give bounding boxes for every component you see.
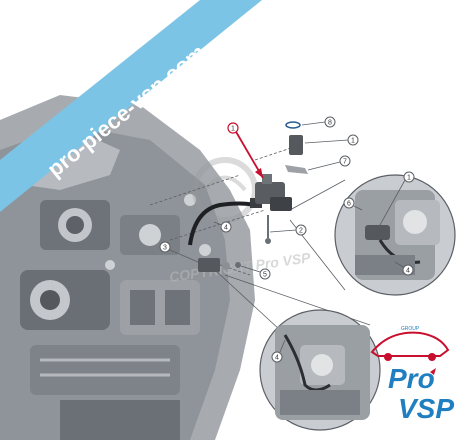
callout-label: 3: [163, 245, 167, 252]
callout-label: 1: [351, 138, 355, 145]
logo-vsp-text: VSP: [398, 393, 454, 424]
logo-pro-text: Pro: [388, 363, 435, 394]
callout-4c: 4: [271, 339, 286, 363]
sensor-1: [255, 174, 292, 211]
callout-label: 7: [343, 159, 347, 166]
callout-7: 7: [307, 155, 351, 171]
highlight-arrow: [234, 129, 264, 179]
pro-vsp-logo: GROUP Pro VSP: [370, 326, 454, 424]
callout-1b: 1: [304, 134, 359, 146]
bolt-5: [235, 262, 241, 268]
callout-4b: 4: [394, 261, 414, 276]
engine-block: [0, 95, 255, 440]
callout-1c: 1: [379, 171, 415, 226]
callout-label: 4: [275, 355, 279, 362]
callout-label: 4: [224, 225, 228, 232]
callout-1a: 1: [227, 122, 239, 134]
callout-label: 5: [263, 272, 267, 279]
callout-2: 2: [269, 224, 307, 236]
callout-8: 8: [301, 116, 336, 128]
callout-label: 1: [231, 126, 235, 133]
bolt-2: [265, 215, 271, 244]
clip-7: [285, 165, 308, 174]
callout-4a: 4: [213, 221, 232, 233]
seal-ring-8: [285, 121, 301, 129]
callout-label: 6: [347, 201, 351, 208]
plug-1: [289, 135, 303, 155]
callout-3: 3: [159, 241, 199, 263]
bracket-3: [198, 258, 230, 272]
callout-label: 4: [406, 268, 410, 275]
callout-label: 2: [299, 228, 303, 235]
zoom-detail-bottom: [214, 269, 381, 431]
callout-6: 6: [343, 197, 363, 211]
zoom-detail-top: [289, 174, 456, 296]
logo-small-text: GROUP: [401, 326, 420, 332]
callout-5: 5: [240, 265, 271, 280]
callout-label: 1: [407, 175, 411, 182]
callout-label: 8: [328, 120, 332, 127]
